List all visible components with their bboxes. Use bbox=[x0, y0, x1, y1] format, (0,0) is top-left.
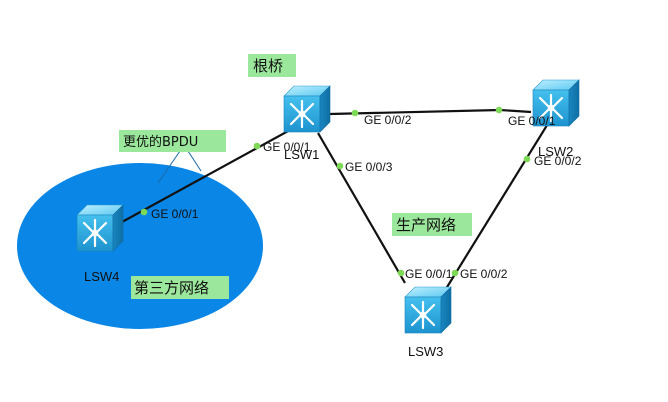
port-dot-lsw1-ge002 bbox=[351, 109, 359, 117]
switch-lsw1[interactable] bbox=[282, 84, 332, 134]
port-dot-lsw2-ge001 bbox=[495, 106, 503, 114]
port-label-lsw1-ge002: GE 0/0/2 bbox=[364, 113, 412, 127]
switch-icon bbox=[403, 285, 453, 335]
port-label-lsw4-ge001: GE 0/0/1 bbox=[151, 207, 199, 221]
device-label-lsw1: LSW1 bbox=[284, 147, 319, 162]
switch-lsw3[interactable] bbox=[403, 285, 453, 335]
switch-icon bbox=[75, 203, 125, 253]
switch-icon bbox=[282, 84, 332, 134]
production-network-tag: 生产网络 bbox=[392, 213, 472, 236]
port-label-lsw3-ge001: GE 0/0/1 bbox=[405, 267, 453, 281]
port-label-lsw2-ge001: GE 0/0/1 bbox=[508, 114, 556, 128]
port-dot-lsw2-ge002 bbox=[523, 155, 531, 163]
link-lsw2-lsw3 bbox=[443, 121, 550, 293]
switch-lsw4[interactable] bbox=[75, 203, 125, 253]
device-label-lsw2: LSW2 bbox=[538, 144, 573, 159]
third-party-network-area bbox=[17, 163, 263, 329]
port-dot-lsw4-ge001 bbox=[140, 208, 148, 216]
better-bpdu-tag: 更优的BPDU bbox=[119, 130, 226, 152]
link-lsw1-lsw3 bbox=[317, 132, 406, 284]
port-label-lsw3-ge002: GE 0/0/2 bbox=[460, 267, 508, 281]
root-bridge-tag: 根桥 bbox=[248, 54, 296, 77]
third-party-network-label: 第三方网络 bbox=[134, 279, 209, 297]
better-bpdu-label: 更优的BPDU bbox=[123, 134, 198, 150]
device-label-lsw4: LSW4 bbox=[84, 269, 119, 284]
port-label-lsw1-ge003: GE 0/0/3 bbox=[345, 160, 393, 174]
port-dot-lsw3-ge001 bbox=[397, 269, 405, 277]
port-dot-lsw1-ge003 bbox=[336, 162, 344, 170]
third-party-network-tag: 第三方网络 bbox=[131, 276, 229, 299]
bpdu-callout-pointer bbox=[157, 150, 202, 184]
port-dot-lsw1-ge001 bbox=[253, 142, 261, 150]
production-network-label: 生产网络 bbox=[396, 216, 456, 234]
root-bridge-label: 根桥 bbox=[253, 57, 283, 75]
port-dots bbox=[140, 106, 531, 277]
port-label-lsw2-ge002: GE 0/0/2 bbox=[534, 154, 582, 168]
port-label-lsw1-ge001: GE 0/0/1 bbox=[263, 140, 311, 154]
device-label-lsw3: LSW3 bbox=[408, 344, 443, 359]
link-lsw1-lsw4 bbox=[121, 129, 291, 223]
port-dot-lsw3-ge002 bbox=[451, 269, 459, 277]
